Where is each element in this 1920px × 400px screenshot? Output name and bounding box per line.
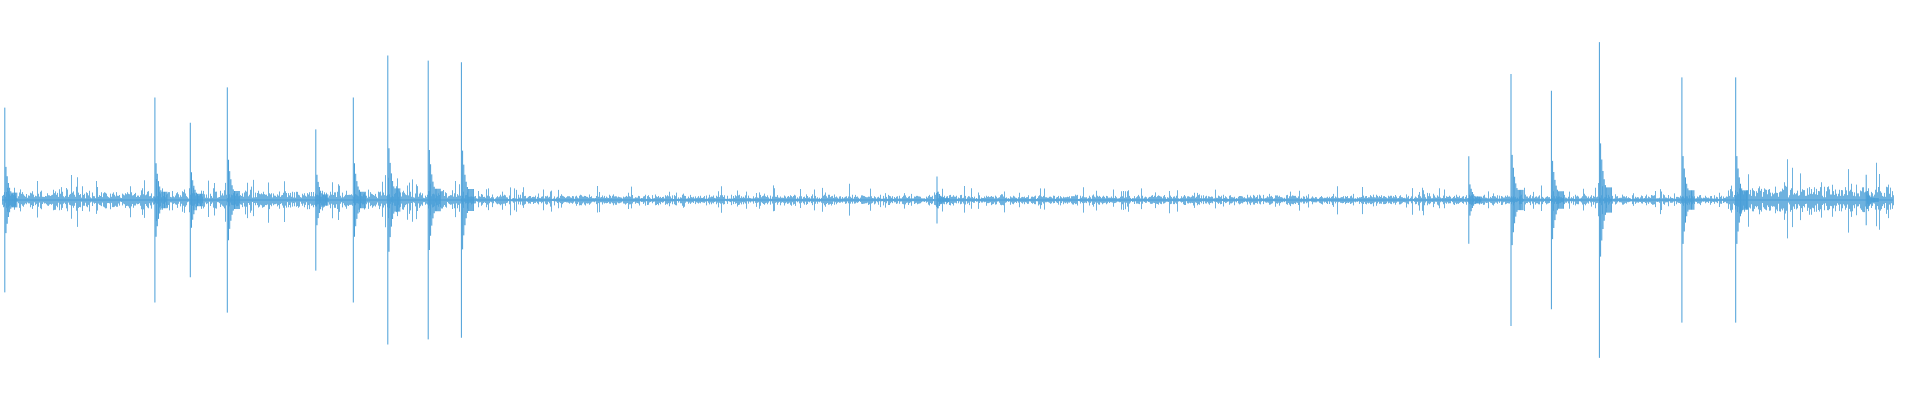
waveform-peak — [460, 62, 474, 338]
waveform-peak — [189, 122, 203, 278]
waveform-peak — [1550, 90, 1564, 310]
waveform-peak — [427, 60, 441, 340]
waveform-peak — [1681, 77, 1695, 323]
waveform-peak — [1468, 156, 1482, 244]
waveform-peak — [4, 107, 18, 293]
waveform-peak — [352, 97, 366, 303]
waveform-peak — [1510, 74, 1524, 326]
waveform-peak — [387, 55, 401, 345]
waveform-peak — [936, 176, 950, 224]
waveform-peak — [1598, 42, 1612, 358]
waveform-peak — [154, 97, 168, 303]
waveform-peak — [226, 87, 240, 313]
waveform-peak — [1735, 77, 1749, 323]
waveform-peak — [1865, 174, 1879, 226]
waveform-peak — [315, 129, 329, 271]
